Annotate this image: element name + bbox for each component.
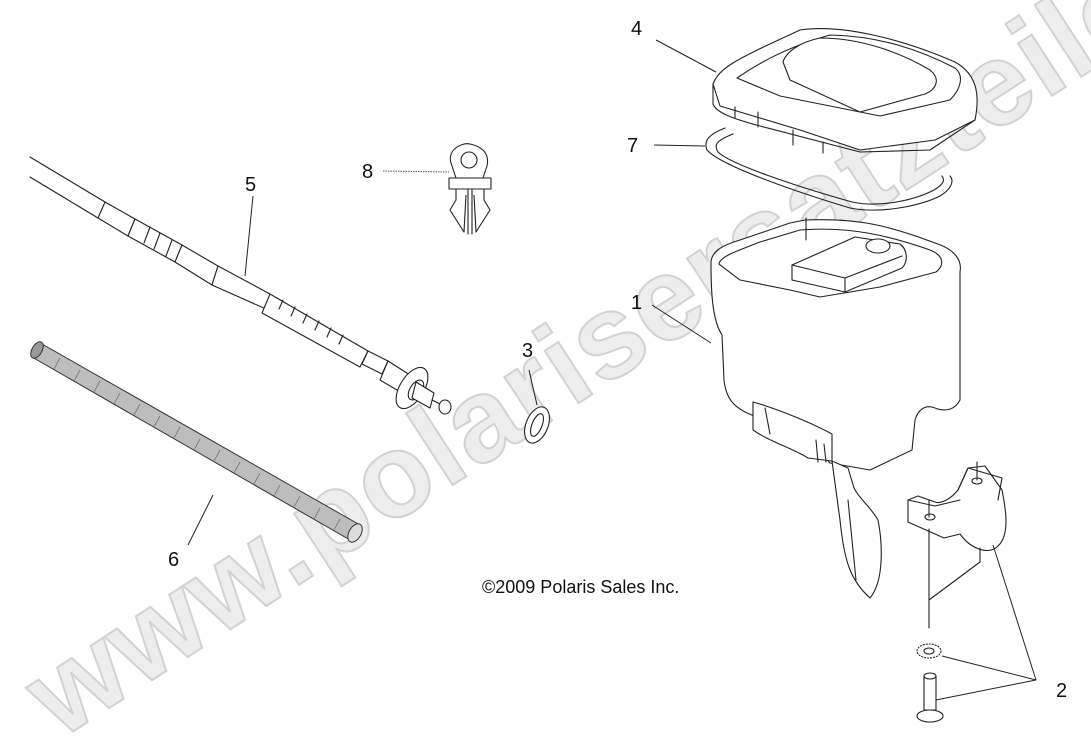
leader-3 bbox=[528, 369, 538, 406]
callout-6: 6 bbox=[168, 549, 180, 571]
copyright-notice: ©2009 Polaris Sales Inc. bbox=[482, 577, 680, 597]
part-2-hardware bbox=[907, 461, 1007, 723]
leader-8 bbox=[382, 170, 450, 173]
part-8-clip bbox=[448, 143, 492, 235]
callout-4: 4 bbox=[631, 18, 643, 40]
leader-4 bbox=[655, 39, 717, 73]
callout-2: 2 bbox=[1056, 680, 1068, 702]
part-4-cover bbox=[712, 28, 978, 154]
callout-1: 1 bbox=[631, 292, 643, 314]
callout-7: 7 bbox=[627, 135, 639, 157]
part-6-conduit bbox=[30, 341, 363, 543]
leader-6 bbox=[187, 494, 214, 546]
callout-3: 3 bbox=[522, 340, 534, 362]
leader-7 bbox=[653, 144, 706, 147]
leader-2 bbox=[935, 544, 1037, 701]
callout-8: 8 bbox=[362, 161, 374, 183]
leader-5 bbox=[244, 195, 254, 277]
part-5-cable bbox=[29, 156, 452, 415]
part-7-gasket bbox=[705, 127, 953, 211]
callout-5: 5 bbox=[245, 174, 257, 196]
part-1-housing bbox=[710, 217, 961, 599]
leader-1 bbox=[651, 304, 712, 344]
part-3-washer bbox=[524, 406, 550, 444]
